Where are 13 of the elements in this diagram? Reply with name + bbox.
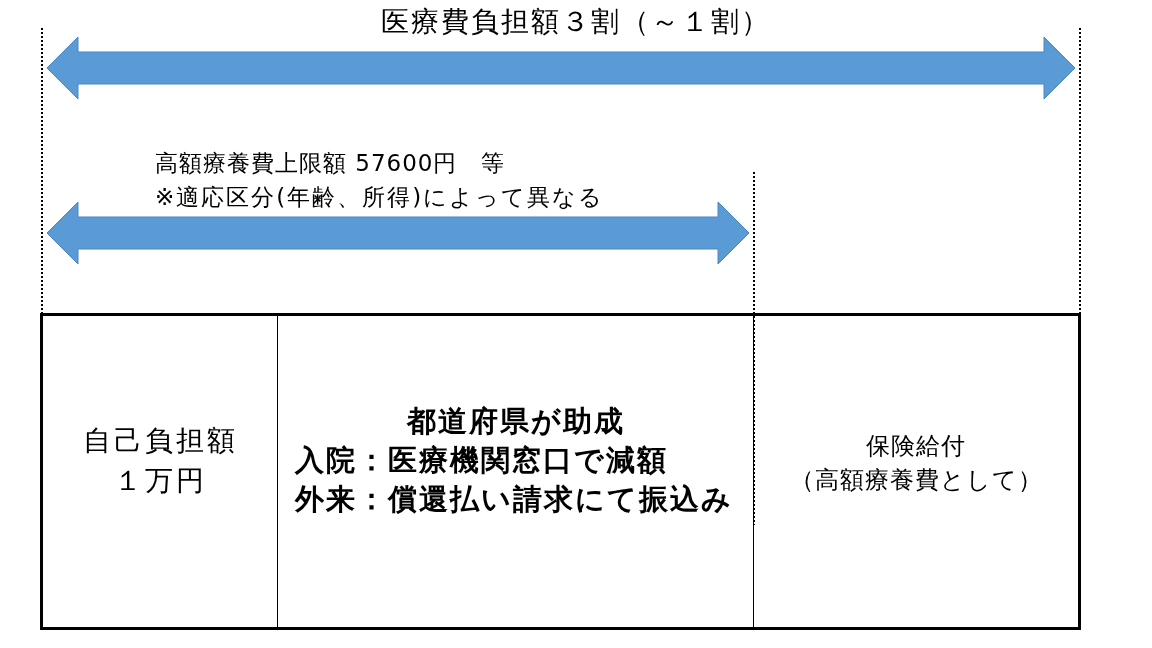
cell-text: （高額療養費として） [789,464,1043,496]
span-label: 医療費負担額３割（～１割） [380,4,772,40]
table-cell [754,313,1081,630]
cell-heading: 保険給付 [866,430,966,462]
cell-text: 外来：償還払い請求にて振込み [295,481,733,518]
table-cell [40,313,278,630]
cell-heading: 自己負担額 [82,422,238,459]
cell-text: 入院：医療機関窓口で減額 [295,442,668,479]
note-text: ※適応区分(年齢、所得)によって異なる [155,183,605,212]
limit-label: 高額療養費上限額 57600円 等 [155,149,506,178]
table-cell [278,313,754,630]
amount-text: １万円 [113,462,207,499]
cell-heading: 都道府県が助成 [406,403,625,440]
